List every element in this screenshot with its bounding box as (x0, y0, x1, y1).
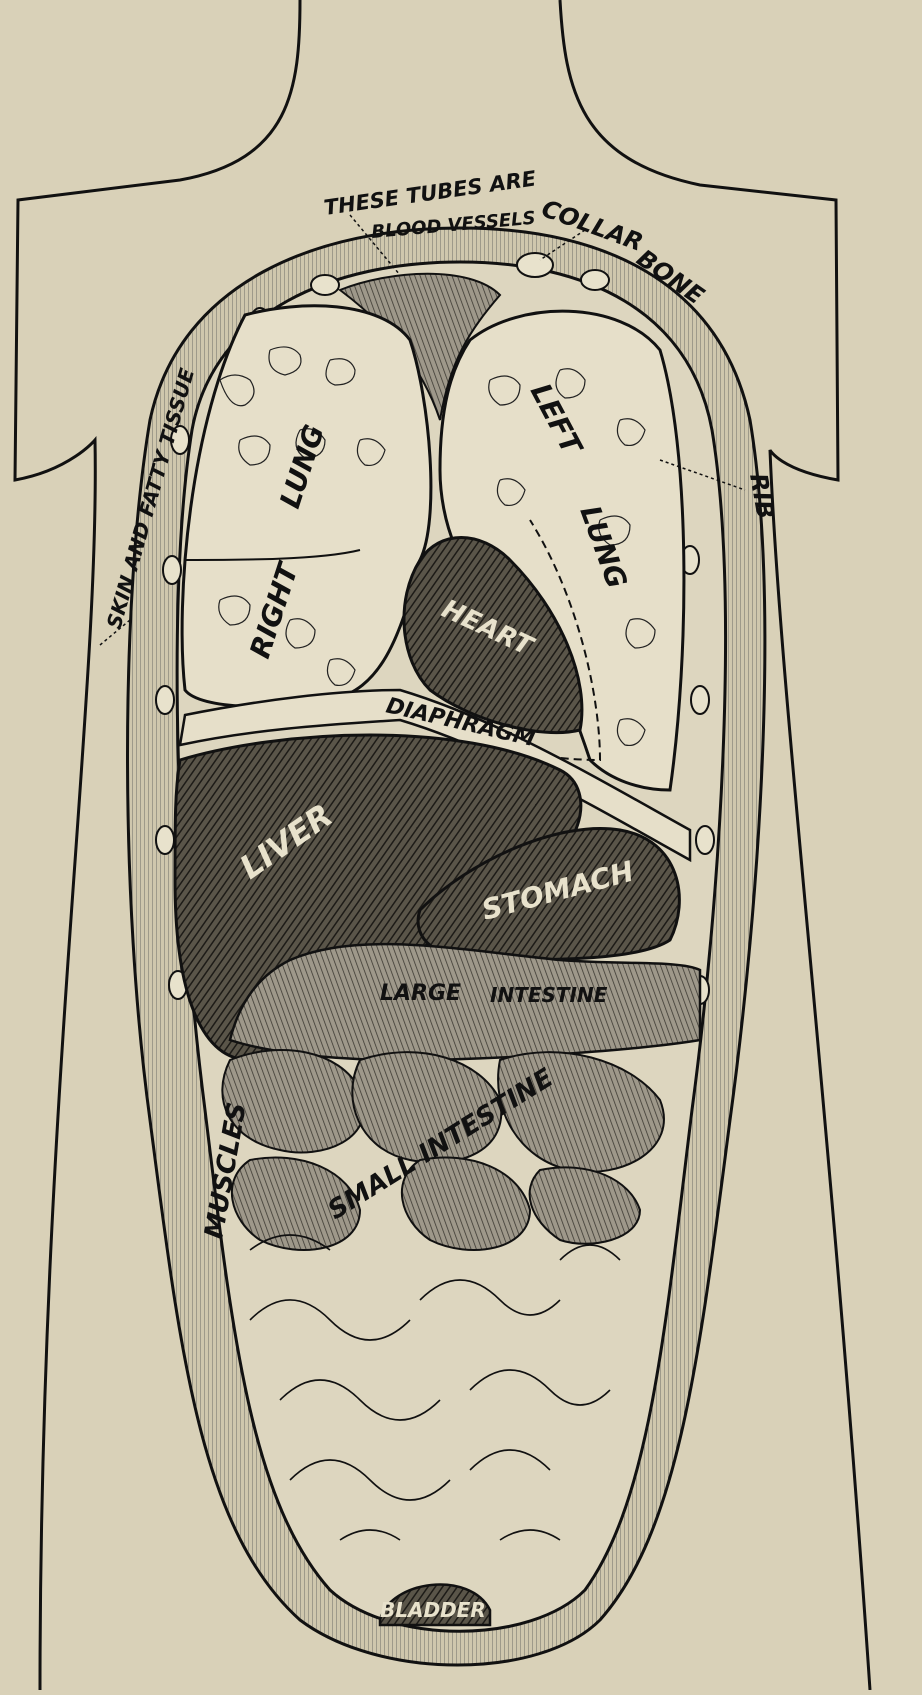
label-large: LARGE (380, 981, 461, 1006)
label-bladder: BLADDER (380, 1598, 486, 1622)
label-intestine: INTESTINE (490, 983, 608, 1007)
